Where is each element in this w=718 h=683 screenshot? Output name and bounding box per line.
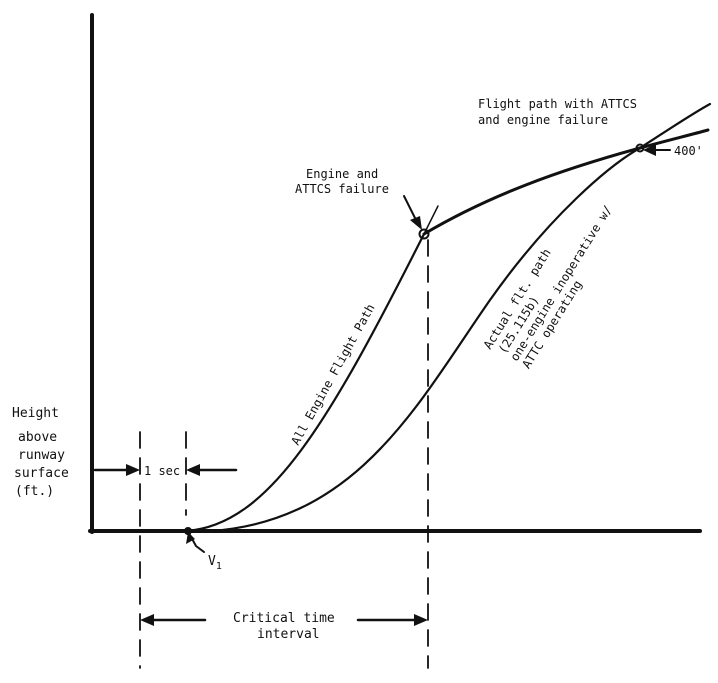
engine-failure-pointer-head	[410, 216, 422, 230]
actual-flight-path-curve	[210, 102, 712, 533]
one-sec-left-arrow	[93, 464, 140, 476]
y-axis-label-line5: (ft.)	[15, 484, 54, 499]
critical-interval-label-line1: Critical time	[233, 611, 335, 626]
v1-label: V1	[208, 554, 222, 572]
flight-path-attcs-label-line2: and engine failure	[478, 113, 608, 127]
y-axis-label-line3: runway	[18, 448, 65, 463]
engine-failure-label-line2: ATTCS failure	[295, 182, 389, 196]
critical-interval-right-arrow	[356, 614, 428, 626]
critical-interval-label-line2: interval	[257, 627, 320, 642]
v1-pointer-head	[186, 532, 195, 544]
all-engine-flight-path-curve	[184, 232, 426, 533]
y-axis-label-line1: Height	[12, 406, 59, 421]
critical-interval-left-arrow	[140, 614, 207, 626]
height-400-pointer-head	[643, 144, 656, 156]
400ft-point-marker	[635, 143, 645, 153]
all-engine-flight-path-label: All Engine Flight Path	[288, 302, 377, 448]
flight-path-attcs-label-line1: Flight path with ATTCS	[478, 97, 637, 111]
one-sec-label: 1 sec	[144, 464, 180, 478]
engine-failure-label-line1: Engine and	[306, 167, 378, 181]
attcs-engine-failure-path	[422, 128, 710, 236]
height-400-label: 400'	[674, 144, 703, 158]
failure-point-marker	[418, 228, 430, 240]
y-axis-label-line4: surface	[14, 466, 69, 481]
one-sec-right-arrow	[186, 464, 238, 476]
y-axis-label-line2: above	[18, 430, 57, 445]
